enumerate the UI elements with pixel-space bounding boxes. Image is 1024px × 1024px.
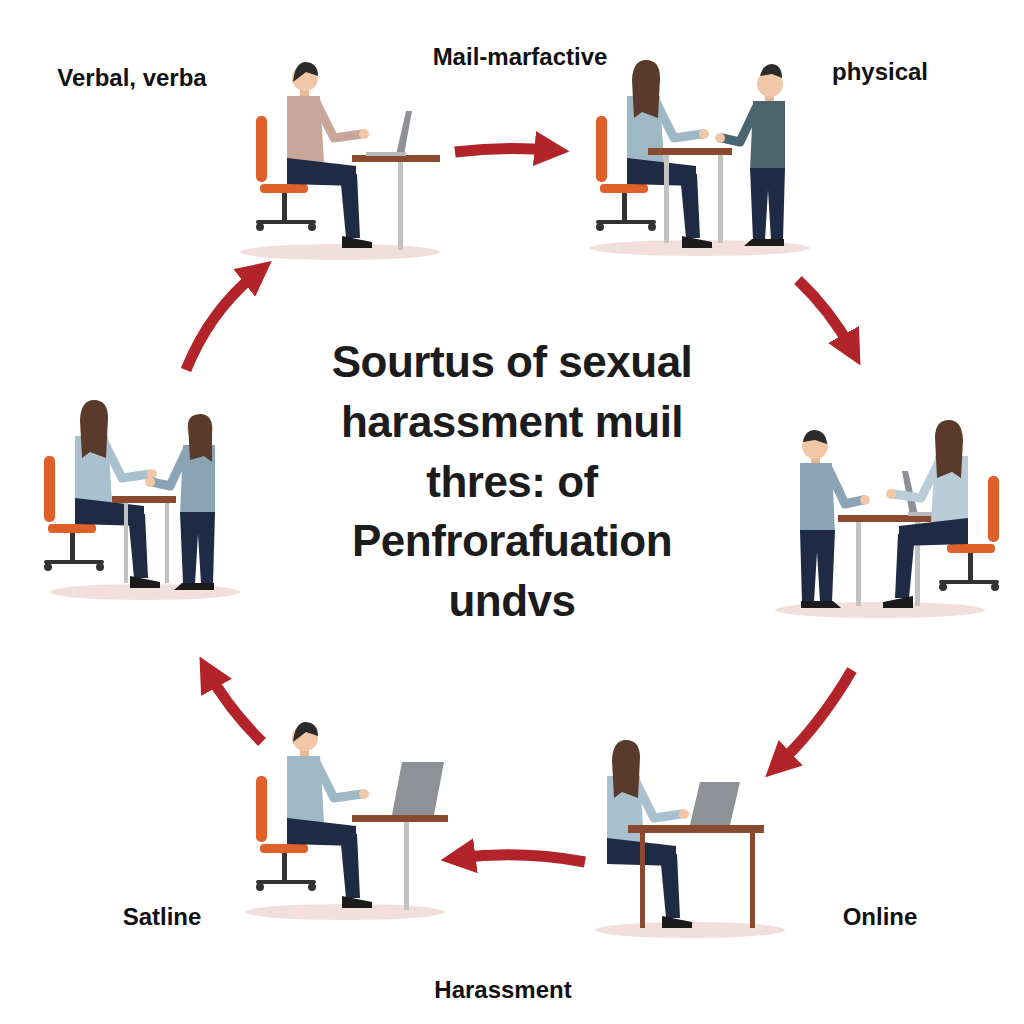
corner-label: Satline (123, 903, 202, 931)
corner-label: Harassment (434, 976, 571, 1004)
corner-label: physical (832, 58, 928, 86)
corner-label: Verbal, verba (57, 64, 206, 92)
corner-label: Online (843, 903, 918, 931)
corner-label: Mail-marfactive (433, 43, 608, 71)
diagram-title: Sourtus of sexual harassment muil thres:… (297, 332, 727, 631)
